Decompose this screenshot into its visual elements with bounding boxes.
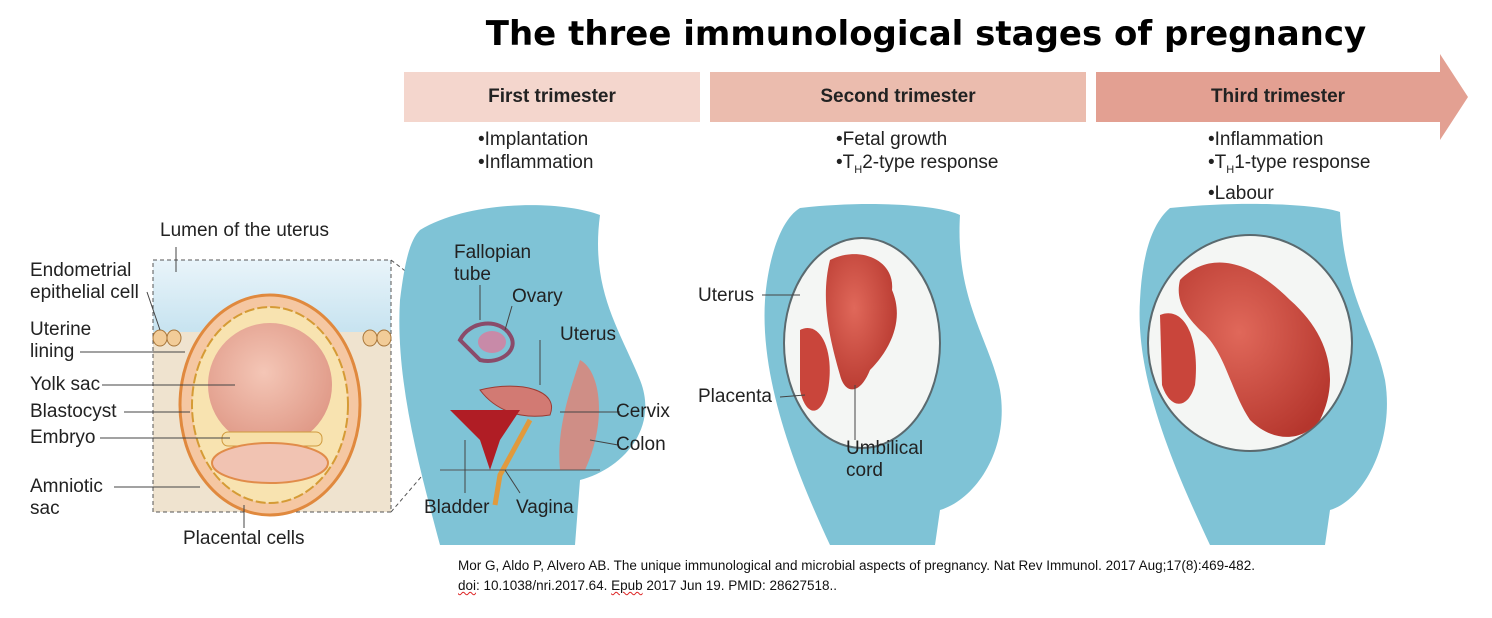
timeline-arrow [404, 54, 1468, 140]
label-endometrial-cell: Endometrial epithelial cell [30, 260, 139, 303]
bullet-inflammation-1: Inflammation [478, 151, 594, 174]
stage3-arrow [1096, 54, 1468, 140]
citation-line-2: doi: 10.1038/nri.2017.64. Epub 2017 Jun … [458, 576, 1418, 596]
label-umbilical-cord: Umbilical cord [846, 438, 924, 481]
page-title: The three immunological stages of pregna… [485, 14, 1367, 54]
placenta-2 [800, 328, 830, 411]
placenta-3 [1160, 313, 1196, 404]
label-vagina: Vagina [516, 497, 574, 518]
stage1-bullets: Implantation Inflammation [478, 128, 594, 174]
label-lumen: Lumen of the uterus [160, 220, 329, 241]
stage-second-trimester: Second trimester [820, 86, 976, 107]
bullet-inflammation-3: Inflammation [1208, 128, 1370, 151]
label-uterine-lining: Uterine lining [30, 319, 92, 362]
yolk-sac-shape [208, 323, 332, 447]
stage-third-trimester: Third trimester [1210, 86, 1346, 107]
label-uterus-2: Uterus [698, 285, 754, 306]
stage3-bullets: Inflammation TH1-type response Labour [1208, 128, 1371, 205]
label-colon: Colon [616, 434, 666, 455]
stage2-bar [710, 72, 1086, 122]
label-ovary: Ovary [512, 286, 563, 307]
label-cervix: Cervix [616, 401, 670, 422]
second-trimester-body [762, 204, 1002, 545]
label-blastocyst: Blastocyst [30, 401, 117, 422]
bullet-th2-response: TH2-type response [836, 151, 999, 182]
bullet-fetal-growth: Fetal growth [836, 128, 998, 151]
stage-first-trimester: First trimester [488, 86, 616, 107]
bullet-implantation: Implantation [478, 128, 593, 151]
citation-epub: Epub [611, 578, 643, 593]
first-trimester-body [399, 205, 646, 545]
stage2-bullets: Fetal growth TH2-type response [836, 128, 999, 182]
stage1-bar [404, 72, 700, 122]
label-placenta: Placenta [698, 386, 772, 407]
bullet-th1-response: TH1-type response [1208, 151, 1371, 182]
label-bladder: Bladder [424, 497, 490, 518]
label-yolk-sac: Yolk sac [30, 374, 101, 395]
citation-tail: 2017 Jun 19. PMID: 28627518.. [642, 578, 838, 593]
label-fallopian-tube: Fallopian tube [454, 242, 532, 285]
fetus-2 [825, 254, 897, 390]
label-amniotic-sac: Amniotic sac [30, 476, 103, 519]
label-placental-cells: Placental cells [183, 528, 305, 549]
citation-doi-value: : 10.1038/nri.2017.64. [476, 578, 612, 593]
bullet-labour: Labour [1208, 182, 1370, 205]
label-embryo: Embryo [30, 427, 96, 448]
fetus-3 [1178, 262, 1330, 437]
third-trimester-body [1139, 203, 1387, 546]
citation: Mor G, Aldo P, Alvero AB. The unique imm… [458, 556, 1418, 596]
blastocyst-panel [80, 247, 471, 528]
amniotic-sac-shape [211, 442, 329, 484]
citation-line-1: Mor G, Aldo P, Alvero AB. The unique imm… [458, 558, 1255, 573]
label-uterus-1: Uterus [560, 324, 616, 345]
citation-doi: doi [458, 578, 477, 593]
